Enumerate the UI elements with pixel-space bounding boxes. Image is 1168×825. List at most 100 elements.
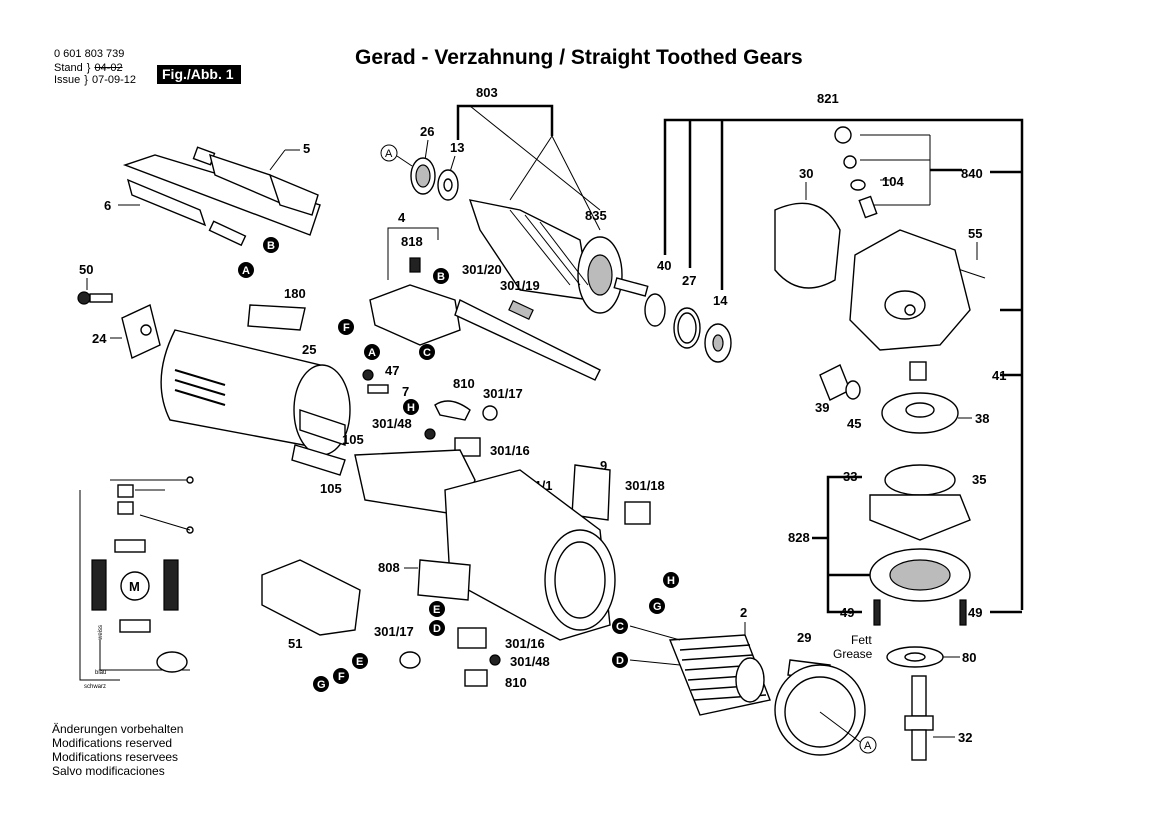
label-30: 30 [799, 166, 813, 181]
label-29: 29 [797, 630, 811, 645]
label-49a: 49 [840, 605, 854, 620]
note-es: Salvo modificaciones [52, 764, 165, 778]
wire-schwarz: schwarz [84, 684, 106, 690]
label-818: 818 [401, 234, 423, 249]
callout-e-wire: E [352, 653, 368, 669]
issue-label: Issue [54, 74, 81, 86]
field-coil-2: 2 [629, 605, 771, 716]
svg-text:F: F [338, 671, 345, 683]
gears-group: 39 45 38 [815, 361, 989, 434]
label-835: 835 [585, 208, 607, 223]
label-104: 104 [882, 174, 904, 189]
motor-housing: 180 25 105 105 [160, 286, 364, 496]
callout-g-field: G [649, 598, 665, 614]
svg-text:F: F [343, 322, 350, 334]
label-301-17b: 301/17 [374, 624, 414, 639]
svg-text:H: H [667, 575, 675, 587]
callout-b-brush: B [433, 268, 449, 284]
bracket-821-840: 821 840 104 41 49 [663, 91, 1024, 620]
callout-g-wire: G [313, 676, 329, 692]
callout-c-brush: C [419, 344, 435, 360]
label-5: 5 [303, 141, 310, 156]
bracket-803: 803 [456, 85, 601, 231]
label-25: 25 [302, 342, 316, 357]
svg-text:H: H [407, 402, 415, 414]
label-301-48b: 301/48 [510, 654, 550, 669]
page-title: Gerad - Verzahnung / Straight Toothed Ge… [355, 46, 803, 69]
note-de: Änderungen vorbehalten [52, 722, 184, 736]
modification-notes: Änderungen vorbehalten Modifications res… [52, 722, 183, 778]
label-45: 45 [847, 416, 861, 431]
svg-text:G: G [653, 601, 662, 613]
callout-d-lower: D [429, 620, 445, 636]
callout-e-lower: E [429, 601, 445, 617]
label-50: 50 [79, 262, 93, 277]
label-33: 33 [843, 469, 857, 484]
callout-a-cord: A [238, 262, 254, 278]
label-301-16b: 301/16 [505, 636, 545, 651]
callout-b-upper: B [263, 237, 279, 253]
document-number: 0 601 803 739 [54, 48, 125, 60]
label-47: 47 [385, 363, 399, 378]
note-en: Modifications reserved [52, 736, 173, 750]
label-301-18: 301/18 [625, 478, 665, 493]
parts-29-80-32: 29 Fett Grease 80 32 [774, 630, 976, 761]
svg-text:B: B [267, 240, 275, 252]
label-38: 38 [975, 411, 989, 426]
label-810b: 810 [505, 675, 527, 690]
label-40: 40 [657, 258, 671, 273]
svg-text:D: D [433, 623, 441, 635]
callout-d-field: D [612, 652, 628, 668]
label-80: 80 [962, 650, 976, 665]
wiring-diagram: M weiss blau schwarz [79, 476, 194, 690]
label-180: 180 [284, 286, 306, 301]
power-cord-assembly: 5 6 [104, 141, 321, 247]
label-13: 13 [450, 140, 464, 155]
label-49b: 49 [968, 605, 982, 620]
label-9: 9 [600, 458, 607, 473]
callout-a-bearing: A [380, 144, 413, 167]
wire-weiss: weiss [98, 625, 104, 641]
svg-text:C: C [616, 621, 624, 633]
callout-f-brush: F [338, 319, 354, 335]
label-105b: 105 [320, 481, 342, 496]
label-7: 7 [402, 384, 409, 399]
callout-a-guard: A [819, 711, 877, 754]
label-14: 14 [713, 293, 728, 308]
label-840: 840 [961, 166, 983, 181]
callout-c-field: C [612, 618, 628, 634]
callout-a-brush: A [364, 344, 380, 360]
bracket-828: 828 33 35 49 [788, 464, 986, 626]
label-grease: Grease [833, 647, 873, 661]
svg-text:A: A [368, 347, 376, 359]
label-821: 821 [817, 91, 839, 106]
switch-cover-parts: 50 24 [77, 262, 161, 359]
callout-h-upper: H [403, 399, 419, 415]
label-4: 4 [398, 210, 406, 225]
svg-text:A: A [242, 265, 250, 277]
svg-text:E: E [433, 604, 440, 616]
label-828: 828 [788, 530, 810, 545]
label-39: 39 [815, 400, 829, 415]
label-301-16a: 301/16 [490, 443, 530, 458]
issue-date: 07-09-12 [91, 74, 137, 86]
svg-text:E: E [356, 656, 363, 668]
svg-text:B: B [437, 271, 445, 283]
label-301-19: 301/19 [500, 278, 540, 293]
main-housing-group: 9 301/1 301/18 808 [378, 458, 665, 641]
label-fett: Fett [851, 633, 872, 647]
label-808: 808 [378, 560, 400, 575]
wire-blau: blau [95, 670, 106, 676]
label-24: 24 [92, 331, 107, 346]
callout-h-field: H [663, 572, 679, 588]
bearings-26-13: 26 13 [410, 124, 464, 201]
label-301-17a: 301/17 [483, 386, 523, 401]
revision-block: Stand } 04-02 Issue } 07-09-12 [54, 62, 137, 86]
label-51: 51 [288, 636, 302, 651]
callout-f-wire: F [333, 668, 349, 684]
label-301-48a: 301/48 [372, 416, 412, 431]
armature-835: 835 [468, 199, 649, 314]
cover-51: 51 [261, 559, 361, 651]
label-105a: 105 [342, 432, 364, 447]
